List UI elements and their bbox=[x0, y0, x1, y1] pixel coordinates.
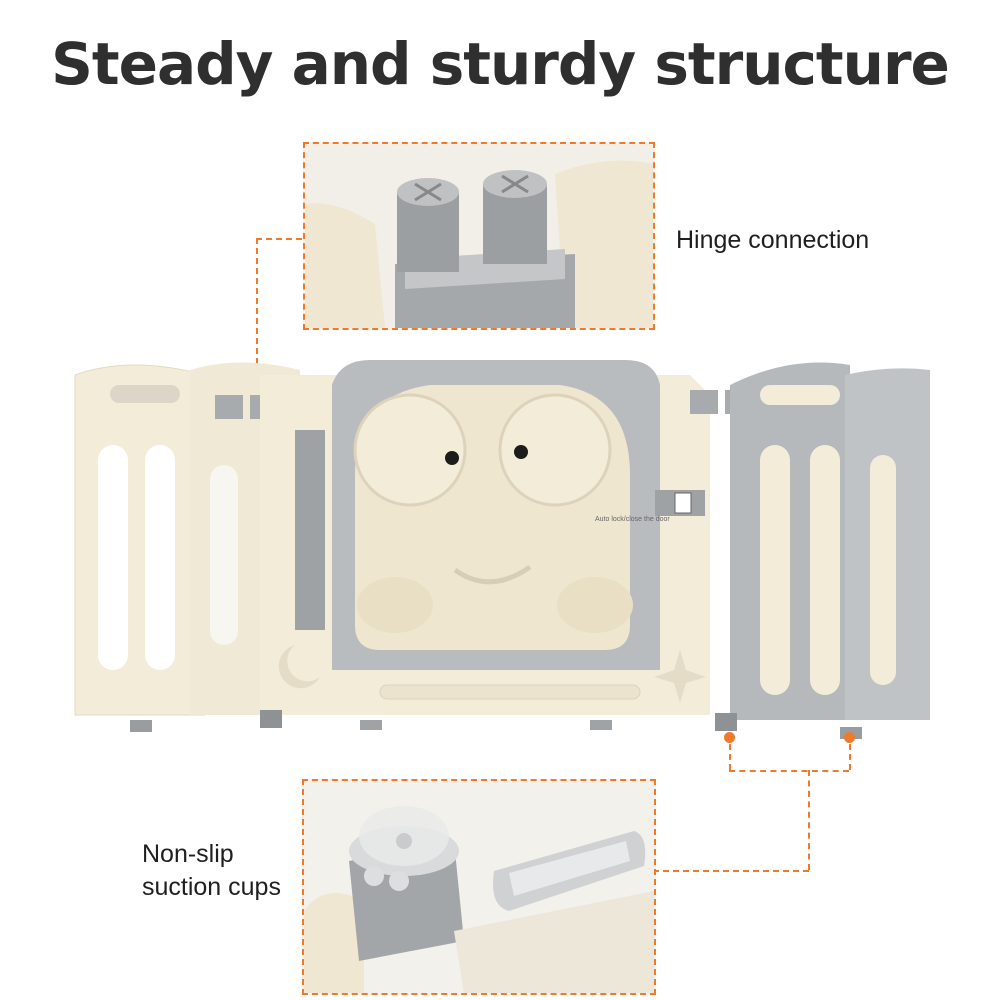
suction-leader-into-box bbox=[653, 870, 809, 872]
grey-panel-right bbox=[730, 362, 850, 720]
hinge-detail-image bbox=[303, 142, 655, 330]
frog-smile bbox=[453, 564, 532, 585]
suction-leader-left-vertical bbox=[729, 744, 731, 770]
playpen-image: Auto lock/close the door bbox=[70, 355, 930, 740]
hinge-connection-label: Hinge connection bbox=[676, 226, 870, 254]
suction-cups-detail-image bbox=[302, 779, 656, 995]
suction-label-line1: Non-slip bbox=[142, 840, 234, 868]
hinge-post-right bbox=[483, 170, 547, 264]
hinge-post-left bbox=[397, 178, 459, 272]
frog-face bbox=[353, 385, 633, 650]
hinge-leader-horizontal bbox=[256, 238, 302, 240]
suction-leader-right-vertical bbox=[849, 744, 851, 770]
moon-icon bbox=[278, 645, 320, 689]
page-title: Steady and sturdy structure bbox=[51, 30, 950, 98]
suction-label-line2: suction cups bbox=[142, 873, 281, 901]
suction-leader-horizontal bbox=[729, 770, 849, 772]
grey-panel-far-right bbox=[845, 368, 930, 720]
star-icon bbox=[654, 650, 706, 703]
frog-left-eye bbox=[445, 451, 459, 465]
hinge-leader-vertical bbox=[256, 238, 258, 384]
suction-cup-holder bbox=[349, 806, 464, 961]
cream-panel-left bbox=[74, 364, 206, 716]
grey-gate-door bbox=[295, 360, 660, 670]
lock-icon bbox=[655, 490, 705, 516]
suction-point-marker-right bbox=[844, 732, 855, 743]
frog-right-eye bbox=[514, 445, 528, 459]
suction-point-marker-left bbox=[724, 732, 735, 743]
suction-leader-drop bbox=[808, 770, 810, 870]
gate-sticker-text: Auto lock/close the door bbox=[595, 516, 670, 523]
suction-cups-label: Non-slip suction cups bbox=[142, 838, 281, 904]
non-slip-pad bbox=[493, 831, 646, 911]
